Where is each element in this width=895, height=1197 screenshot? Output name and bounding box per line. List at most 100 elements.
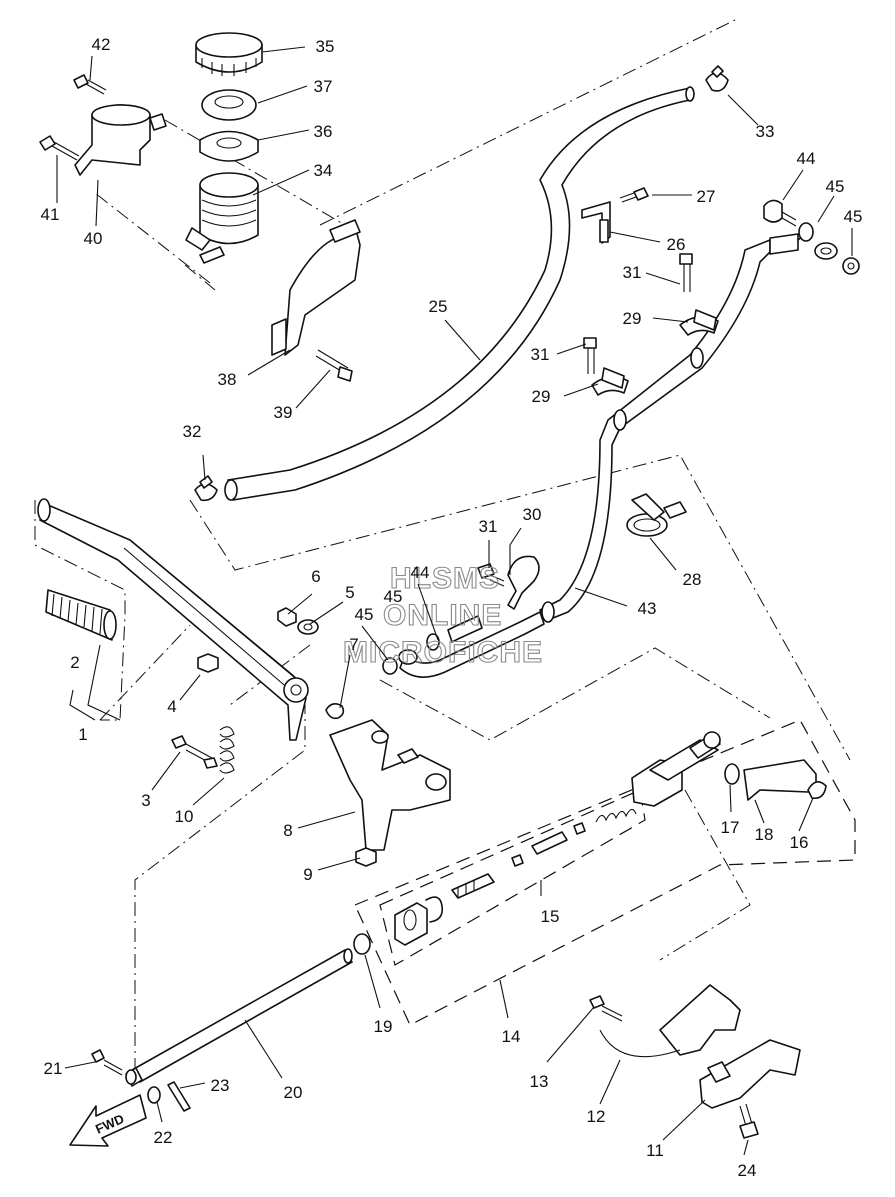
nut-9 xyxy=(355,847,377,867)
reservoir-bracket xyxy=(271,219,361,356)
callout-22: 22 xyxy=(154,1128,173,1147)
bolt-39 xyxy=(315,349,353,382)
callout-21: 21 xyxy=(44,1059,63,1078)
callout-33: 33 xyxy=(756,122,775,141)
callout-14: 14 xyxy=(502,1027,521,1046)
callout-44-center: 44 xyxy=(411,563,430,582)
bolt-42 xyxy=(73,74,107,95)
callout-40: 40 xyxy=(84,229,103,248)
callout-31-middle: 31 xyxy=(531,345,550,364)
callout-leaders xyxy=(56,46,853,1156)
master-cylinder-bracket-11 xyxy=(699,1039,801,1109)
group-boundary-14-15 xyxy=(354,719,856,1026)
bolt-24 xyxy=(739,1103,759,1139)
callout-25: 25 xyxy=(429,297,448,316)
callout-11: 11 xyxy=(646,1141,664,1160)
callout-29-middle: 29 xyxy=(532,387,551,406)
callout-27: 27 xyxy=(697,187,716,206)
callout-numbers: 1 2 3 4 5 6 7 8 9 10 11 12 13 14 15 16 1… xyxy=(41,35,863,1180)
union-bolt-44-right xyxy=(763,199,797,227)
callout-7: 7 xyxy=(349,635,358,654)
master-cylinder-internals xyxy=(394,808,637,946)
callout-26: 26 xyxy=(667,235,686,254)
washer-22 xyxy=(147,1086,161,1104)
callout-24: 24 xyxy=(738,1161,757,1180)
watermark-line-3: MICROFICHE xyxy=(343,636,543,669)
hose-clamp-28 xyxy=(626,493,687,537)
callout-36: 36 xyxy=(314,122,333,141)
callout-13: 13 xyxy=(530,1072,549,1091)
bolt-31-middle xyxy=(583,337,597,374)
hose-25 xyxy=(224,86,695,501)
collar-19 xyxy=(353,933,371,955)
callout-6: 6 xyxy=(311,567,320,586)
nut-4 xyxy=(197,653,219,673)
bolt-27 xyxy=(619,187,649,203)
callout-39: 39 xyxy=(274,403,293,422)
watermark-line-1: HLSMS xyxy=(390,562,500,595)
cotter-pin-23 xyxy=(167,1081,191,1112)
callout-23: 23 xyxy=(211,1076,230,1095)
callout-32: 32 xyxy=(183,422,202,441)
callout-37: 37 xyxy=(314,77,333,96)
washer-5 xyxy=(297,619,319,635)
callout-31-lower: 31 xyxy=(479,517,498,536)
callout-31-upper: 31 xyxy=(623,263,642,282)
reservoir-clamp xyxy=(74,104,167,176)
reservoir-tank xyxy=(185,172,259,264)
o-ring-17 xyxy=(724,763,740,785)
master-cylinder-body-14 xyxy=(631,731,721,807)
nut-6 xyxy=(277,607,297,627)
callout-5: 5 xyxy=(345,583,354,602)
callout-45-center: 45 xyxy=(384,587,403,606)
brake-hose-lower-section xyxy=(398,611,545,678)
hose-clip-30 xyxy=(507,555,540,610)
callout-43: 43 xyxy=(638,599,657,618)
callout-42: 42 xyxy=(92,35,111,54)
return-spring-10 xyxy=(219,726,235,774)
bolt-31-upper xyxy=(679,253,693,292)
washer-45-right-b xyxy=(842,257,860,275)
callout-15: 15 xyxy=(541,907,560,926)
pin-21 xyxy=(91,1049,123,1076)
forward-arrow: FWD xyxy=(69,1094,147,1147)
hose-clamp-33 xyxy=(705,65,729,92)
fitting-hose-18 xyxy=(743,759,817,801)
callout-8: 8 xyxy=(283,821,292,840)
callout-45-right-b: 45 xyxy=(844,207,863,226)
callout-30: 30 xyxy=(523,505,542,524)
washer-45-left xyxy=(382,657,398,675)
washer-45-center xyxy=(426,633,440,651)
hose-clip-29-upper xyxy=(679,309,719,336)
reservoir-diaphragm-plate xyxy=(201,89,257,121)
washer-45-right-a xyxy=(798,222,814,242)
callout-4: 4 xyxy=(167,697,176,716)
callout-18: 18 xyxy=(755,825,774,844)
bracket-12 xyxy=(599,984,741,1058)
watermark: HLSMS ONLINE MICROFICHE xyxy=(342,561,543,669)
callout-29-upper: 29 xyxy=(623,309,642,328)
callout-16: 16 xyxy=(790,833,809,852)
hose-clip-29-middle xyxy=(591,367,629,396)
cotter-pin-7 xyxy=(325,702,345,720)
pedal-rubber xyxy=(45,589,117,641)
bolt-13 xyxy=(589,995,623,1022)
callout-10: 10 xyxy=(175,807,194,826)
brake-pedal xyxy=(37,498,309,741)
callout-41: 41 xyxy=(41,205,60,224)
callout-12: 12 xyxy=(587,1107,606,1126)
callout-9: 9 xyxy=(303,865,312,884)
reservoir-cap xyxy=(195,32,263,76)
callout-2: 2 xyxy=(70,653,79,672)
callout-45-right-a: 45 xyxy=(826,177,845,196)
callout-35: 35 xyxy=(316,37,335,56)
callout-19: 19 xyxy=(374,1017,393,1036)
callout-17: 17 xyxy=(721,818,740,837)
reservoir-diaphragm xyxy=(199,130,259,162)
group-boundary-lines xyxy=(34,19,851,1075)
bolt-41 xyxy=(39,135,80,161)
push-rod-20 xyxy=(125,948,353,1087)
watermark-line-2: ONLINE xyxy=(383,599,502,632)
brake-rod-link-8 xyxy=(329,719,451,851)
